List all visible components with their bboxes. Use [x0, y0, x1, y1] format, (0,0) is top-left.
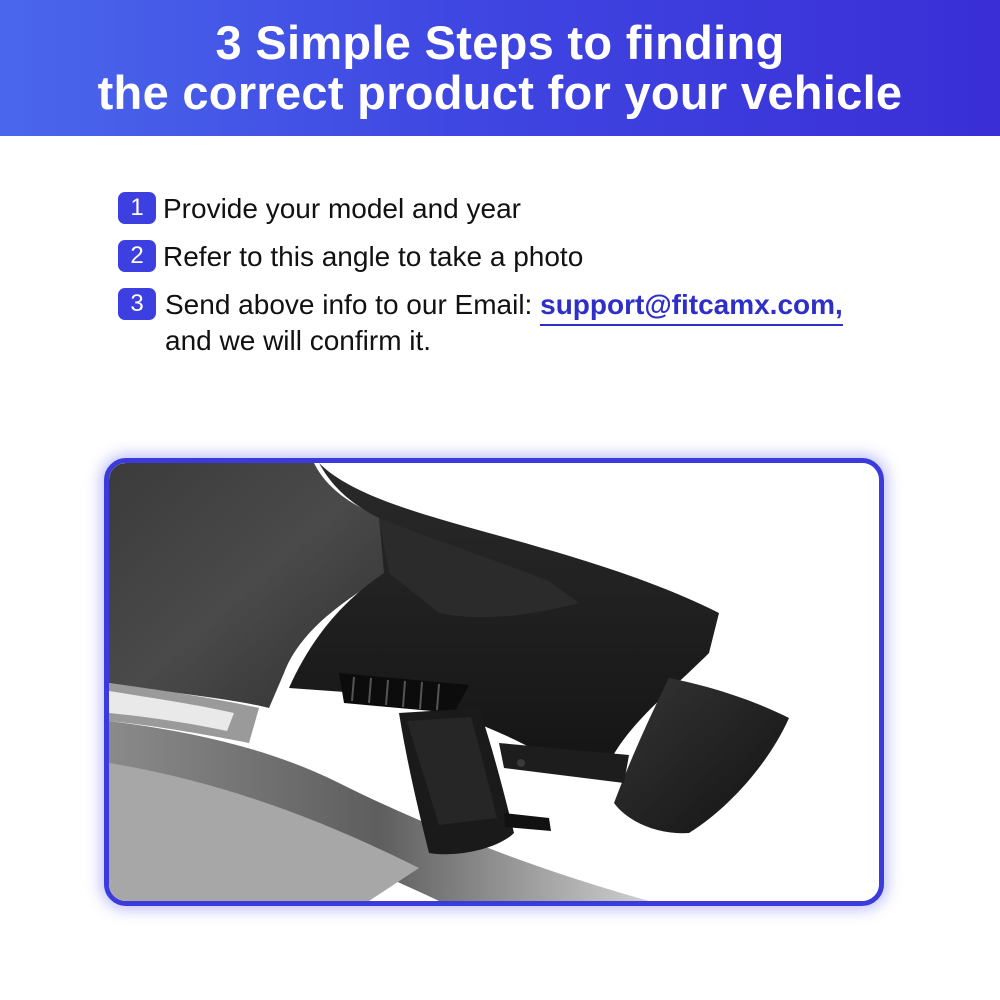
step-3-text-line-1: Send above info to our Email: [165, 289, 541, 320]
step-3-text: Send above info to our Email: support@fi… [165, 288, 843, 358]
support-email-link[interactable]: support@fitcamx.com, [540, 289, 843, 326]
step-1-text: Provide your model and year [163, 193, 521, 224]
step-2-badge: 2 [118, 240, 156, 272]
step-2: 2 Refer to this angle to take a photo [118, 240, 583, 274]
header-title-line-1: 3 Simple Steps to finding [215, 16, 785, 69]
dashcam-photo-icon [109, 463, 879, 901]
photo-frame [104, 458, 884, 906]
header-title-line-2: the correct product for your vehicle [97, 66, 903, 119]
step-1-badge: 1 [118, 192, 156, 224]
step-1: 1 Provide your model and year [118, 192, 521, 226]
step-3: 3 Send above info to our Email: support@… [118, 288, 843, 358]
step-3-badge: 3 [118, 288, 156, 320]
step-2-text: Refer to this angle to take a photo [163, 241, 584, 272]
step-3-text-line-2: and we will confirm it. [165, 325, 432, 356]
header-banner: 3 Simple Steps to finding the correct pr… [0, 0, 1000, 136]
